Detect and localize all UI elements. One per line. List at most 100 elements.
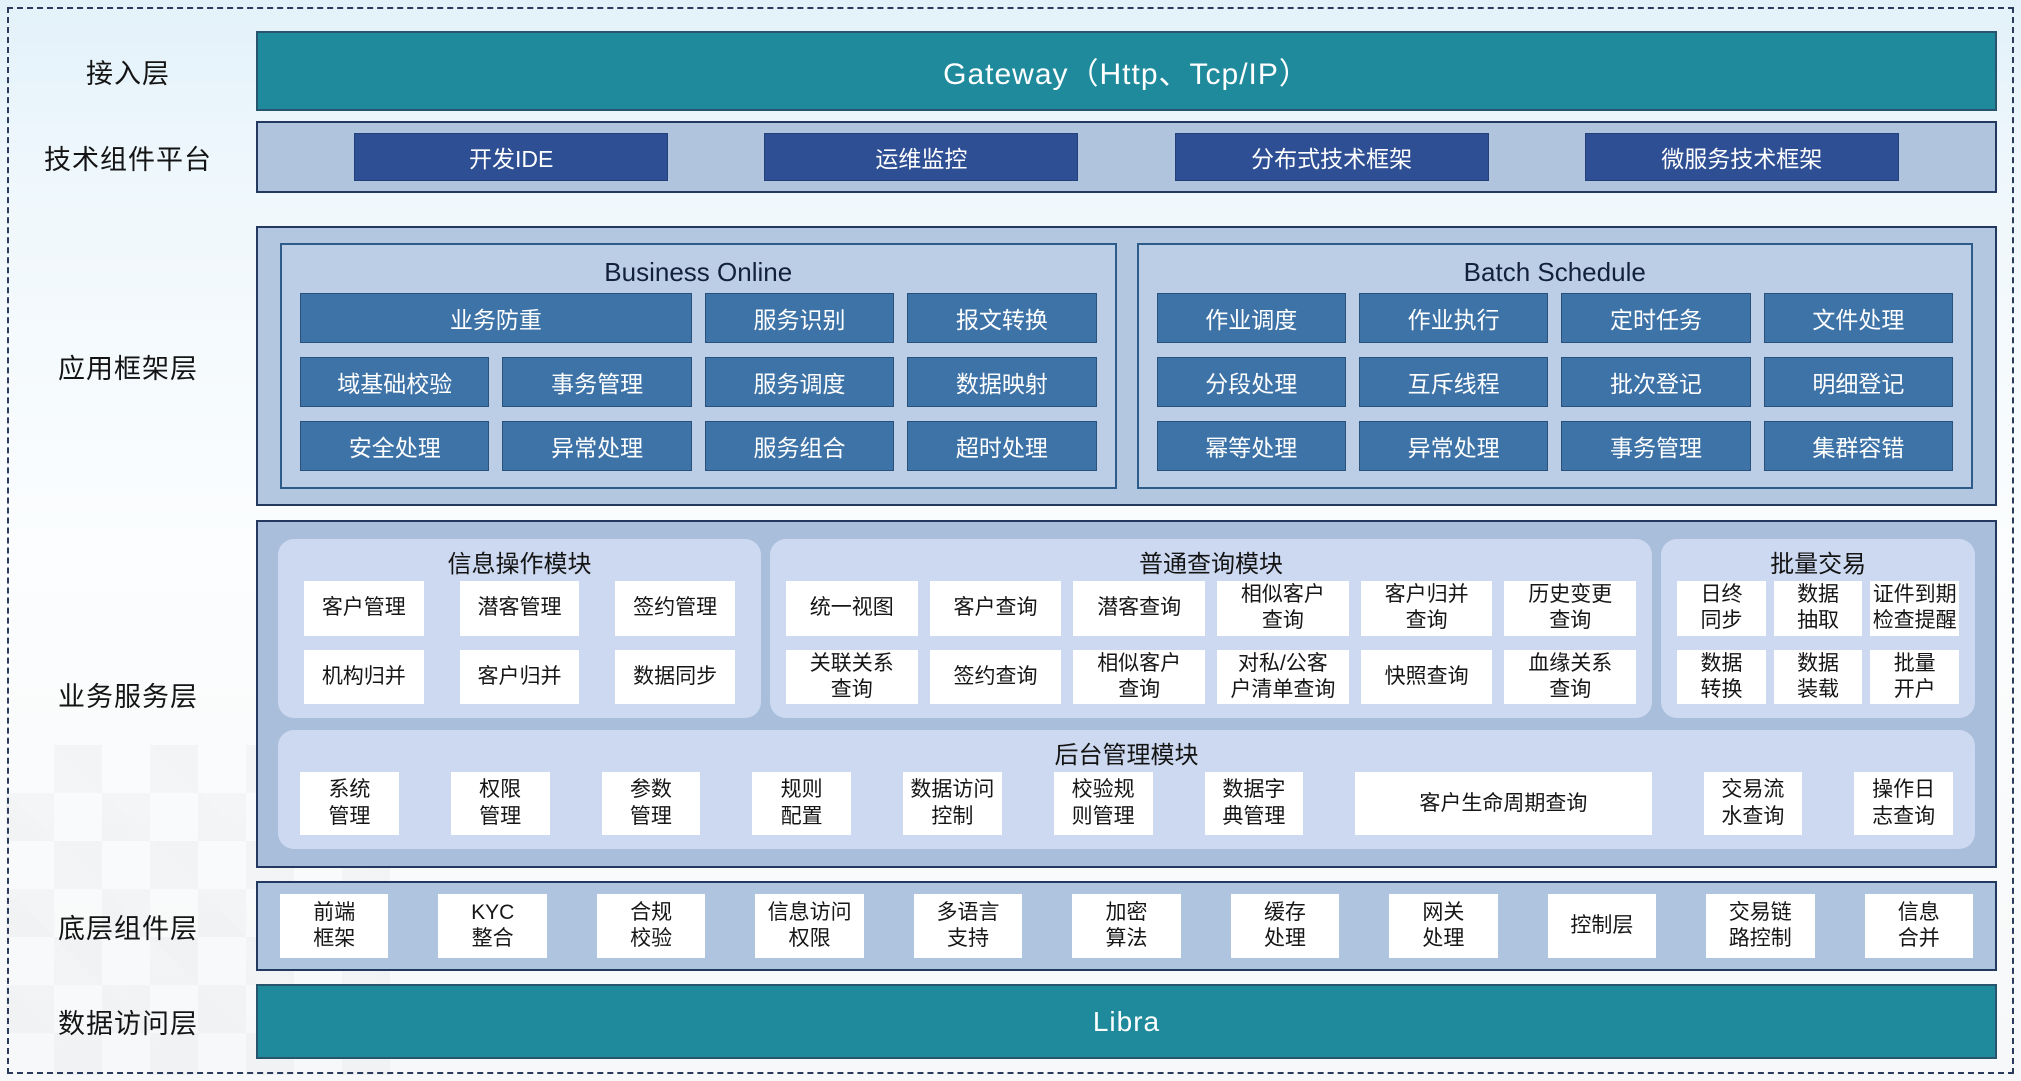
services-layer-row: 业务服务层 信息操作模块 客户管理潜客管理签约管理机构归并客户归并数据同步 普通… [0, 520, 2021, 868]
component-item: 合规 校验 [596, 894, 706, 958]
framework-item: 域基础校验 [300, 357, 490, 407]
framework-item: 文件处理 [1763, 293, 1953, 343]
service-item: 签约查询 [929, 649, 1062, 705]
admin-item: 数据字 典管理 [1204, 772, 1304, 835]
batch-schedule-panel: Batch Schedule 作业调度作业执行定时任务文件处理分段处理互斥线程批… [1136, 243, 1973, 489]
component-item: 信息 合并 [1864, 894, 1973, 958]
business-online-title: Business Online [604, 256, 793, 287]
admin-item: 规则 配置 [752, 772, 851, 835]
business-online-panel: Business Online 业务防重服务识别报文转换域基础校验事务管理服务调… [280, 243, 1117, 489]
layer-label-tech: 技术组件平台 [44, 144, 212, 175]
service-item: 客户管理 [304, 581, 424, 636]
service-item: 数据 转换 [1677, 649, 1766, 705]
admin-item: 数据访问 控制 [903, 772, 1002, 835]
layer-label-data: 数据访问层 [58, 1009, 198, 1039]
framework-item: 事务管理 [1561, 421, 1751, 471]
framework-item: 服务组合 [704, 421, 895, 471]
access-layer-row: 接入层 Gateway（Http、Tcp/IP） [0, 31, 2021, 111]
services-top-row: 信息操作模块 客户管理潜客管理签约管理机构归并客户归并数据同步 普通查询模块 统… [278, 539, 1975, 719]
framework-item: 明细登记 [1763, 357, 1953, 407]
libra-bar: Libra [256, 984, 1997, 1059]
service-item: 数据 装载 [1773, 649, 1863, 705]
query-module-title: 普通查询模块 [1139, 550, 1284, 578]
framework-item: 服务识别 [704, 293, 895, 343]
admin-module-row: 系统 管理权限 管理参数 管理规则 配置数据访问 控制校验规 则管理数据字 典管… [294, 772, 1959, 835]
batch-trade-title: 批量交易 [1770, 550, 1867, 578]
service-item: 历史变更 查询 [1504, 581, 1637, 636]
gateway-bar: Gateway（Http、Tcp/IP） [256, 31, 1997, 111]
framework-item: 作业调度 [1156, 293, 1346, 343]
service-item: 关联关系 查询 [785, 649, 918, 705]
framework-item: 报文转换 [907, 293, 1097, 343]
component-item: 多语言 支持 [913, 894, 1023, 958]
tech-item: 分布式技术框架 [1174, 133, 1489, 181]
component-item: 加密 算法 [1072, 894, 1181, 958]
layer-label-components: 底层组件层 [58, 913, 198, 944]
admin-item: 系统 管理 [300, 772, 399, 835]
query-module-grid: 统一视图客户查询潜客查询相似客户 查询客户归并 查询历史变更 查询关联关系 查询… [785, 581, 1637, 705]
admin-module-title: 后台管理模块 [1054, 741, 1199, 769]
info-module-title: 信息操作模块 [447, 550, 592, 578]
admin-item: 参数 管理 [601, 772, 701, 835]
service-item: 客户查询 [929, 581, 1062, 636]
batch-schedule-title: Batch Schedule [1463, 256, 1646, 287]
service-item: 数据同步 [615, 649, 735, 705]
framework-item: 幂等处理 [1156, 421, 1346, 471]
batch-schedule-grid: 作业调度作业执行定时任务文件处理分段处理互斥线程批次登记明细登记幂等处理异常处理… [1156, 293, 1953, 471]
batch-trade-grid: 日终 同步数据 抽取证件到期 检查提醒数据 转换数据 装载批量 开户 [1677, 581, 1959, 705]
business-online-grid: 业务防重服务识别报文转换域基础校验事务管理服务调度数据映射安全处理异常处理服务组… [300, 293, 1097, 471]
admin-item: 客户生命周期查询 [1355, 772, 1652, 835]
admin-item: 校验规 则管理 [1053, 772, 1153, 835]
component-item: 前端 框架 [280, 894, 389, 958]
layer-label-framework: 应用框架层 [58, 353, 198, 384]
framework-item: 事务管理 [502, 357, 692, 407]
service-item: 对私/公客 户清单查询 [1217, 649, 1349, 705]
info-module-panel: 信息操作模块 客户管理潜客管理签约管理机构归并客户归并数据同步 [278, 539, 761, 719]
admin-item: 权限 管理 [450, 772, 550, 835]
framework-item: 定时任务 [1561, 293, 1751, 343]
framework-item: 互斥线程 [1358, 357, 1549, 407]
framework-item: 分段处理 [1156, 357, 1346, 407]
service-item: 日终 同步 [1677, 581, 1766, 636]
tech-item: 开发IDE [354, 133, 669, 181]
tech-item: 运维监控 [764, 133, 1079, 181]
framework-item: 安全处理 [300, 421, 490, 471]
framework-item: 数据映射 [907, 357, 1097, 407]
service-item: 证件到期 检查提醒 [1870, 581, 1959, 636]
framework-item: 集群容错 [1763, 421, 1953, 471]
component-item: 信息访问 权限 [755, 894, 864, 958]
layer-label-access: 接入层 [86, 58, 170, 89]
component-item: 交易链 路控制 [1706, 894, 1815, 958]
framework-item: 业务防重 [300, 293, 692, 343]
framework-layer-row: 应用框架层 Business Online 业务防重服务识别报文转换域基础校验事… [0, 226, 2021, 506]
admin-item: 交易流 水查询 [1703, 772, 1803, 835]
service-item: 相似客户 查询 [1217, 581, 1349, 636]
service-item: 潜客查询 [1073, 581, 1206, 636]
service-item: 机构归并 [304, 649, 424, 705]
admin-item: 操作日 志查询 [1854, 772, 1953, 835]
service-item: 相似客户 查询 [1073, 649, 1206, 705]
service-item: 客户归并 [459, 649, 580, 705]
admin-module-panel: 后台管理模块 系统 管理权限 管理参数 管理规则 配置数据访问 控制校验规 则管… [278, 730, 1975, 849]
framework-item: 批次登记 [1561, 357, 1751, 407]
service-item: 数据 抽取 [1773, 581, 1863, 636]
service-item: 批量 开户 [1870, 649, 1959, 705]
service-item: 客户归并 查询 [1360, 581, 1493, 636]
framework-item: 异常处理 [1358, 421, 1549, 471]
service-item: 潜客管理 [459, 581, 580, 636]
framework-item: 超时处理 [907, 421, 1097, 471]
info-module-grid: 客户管理潜客管理签约管理机构归并客户归并数据同步 [294, 581, 745, 705]
framework-container: Business Online 业务防重服务识别报文转换域基础校验事务管理服务调… [256, 226, 1997, 506]
framework-item: 服务调度 [704, 357, 895, 407]
component-item: KYC 整合 [438, 894, 547, 958]
components-container: 前端 框架 KYC 整合合规 校验信息访问 权限多语言 支持加密 算法缓存 处理网… [256, 881, 1997, 971]
batch-trade-panel: 批量交易 日终 同步数据 抽取证件到期 检查提醒数据 转换数据 装载批量 开户 [1661, 539, 1975, 719]
component-item: 缓存 处理 [1230, 894, 1340, 958]
service-item: 统一视图 [785, 581, 918, 636]
component-item: 网关 处理 [1389, 894, 1498, 958]
services-container: 信息操作模块 客户管理潜客管理签约管理机构归并客户归并数据同步 普通查询模块 统… [256, 520, 1997, 868]
service-item: 签约管理 [615, 581, 735, 636]
framework-item: 作业执行 [1358, 293, 1549, 343]
